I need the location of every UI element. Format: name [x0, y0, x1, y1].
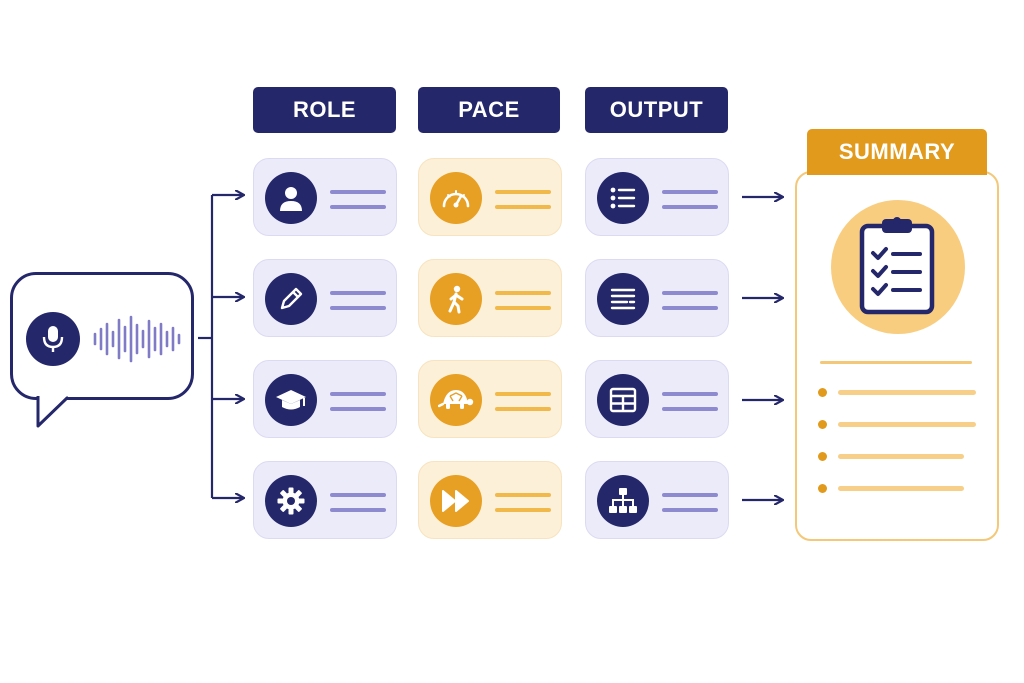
graduation-cap-icon — [265, 374, 317, 426]
text-line — [495, 508, 551, 512]
summary-bullet — [818, 420, 827, 429]
header-role: ROLE — [253, 87, 396, 133]
summary-bullet — [818, 484, 827, 493]
pace-card-2 — [418, 259, 562, 337]
output-card-2 — [585, 259, 729, 337]
microphone-icon — [26, 312, 80, 366]
text-line — [330, 306, 386, 310]
text-line — [662, 306, 718, 310]
text-line — [495, 306, 551, 310]
pace-card-3 — [418, 360, 562, 438]
text-line — [662, 205, 718, 209]
soundwave-icon — [93, 315, 181, 363]
summary-line — [838, 390, 976, 395]
person-icon — [265, 172, 317, 224]
speech-bubble-tail — [36, 396, 70, 428]
text-line — [495, 392, 551, 396]
output-card-3 — [585, 360, 729, 438]
text-line — [495, 291, 551, 295]
summary-line — [838, 422, 976, 427]
summary-line — [838, 486, 964, 491]
header-summary: SUMMARY — [807, 129, 987, 175]
role-card-4 — [253, 461, 397, 539]
pace-card-1 — [418, 158, 562, 236]
text-line — [330, 508, 386, 512]
pace-card-4 — [418, 461, 562, 539]
summary-line — [838, 454, 964, 459]
walking-person-icon — [430, 273, 482, 325]
text-line — [662, 190, 718, 194]
text-lines-icon — [597, 273, 649, 325]
header-pace: PACE — [418, 87, 560, 133]
text-line — [330, 493, 386, 497]
text-line — [495, 493, 551, 497]
text-line — [662, 407, 718, 411]
summary-divider — [820, 361, 972, 364]
turtle-icon — [430, 374, 482, 426]
fast-forward-icon — [430, 475, 482, 527]
text-line — [330, 291, 386, 295]
summary-bullet — [818, 452, 827, 461]
table-icon — [597, 374, 649, 426]
text-line — [330, 205, 386, 209]
speedometer-icon — [430, 172, 482, 224]
hierarchy-icon — [597, 475, 649, 527]
text-line — [495, 190, 551, 194]
role-card-3 — [253, 360, 397, 438]
output-card-1 — [585, 158, 729, 236]
role-card-1 — [253, 158, 397, 236]
text-line — [495, 205, 551, 209]
text-line — [662, 392, 718, 396]
clipboard-checklist-icon — [859, 217, 935, 315]
bulleted-list-icon — [597, 172, 649, 224]
summary-bullet — [818, 388, 827, 397]
text-line — [662, 493, 718, 497]
gear-icon — [265, 475, 317, 527]
output-card-4 — [585, 461, 729, 539]
text-line — [495, 407, 551, 411]
text-line — [330, 392, 386, 396]
pencil-icon — [265, 273, 317, 325]
header-output: OUTPUT — [585, 87, 728, 133]
role-card-2 — [253, 259, 397, 337]
text-line — [330, 190, 386, 194]
text-line — [662, 291, 718, 295]
text-line — [662, 508, 718, 512]
text-line — [330, 407, 386, 411]
